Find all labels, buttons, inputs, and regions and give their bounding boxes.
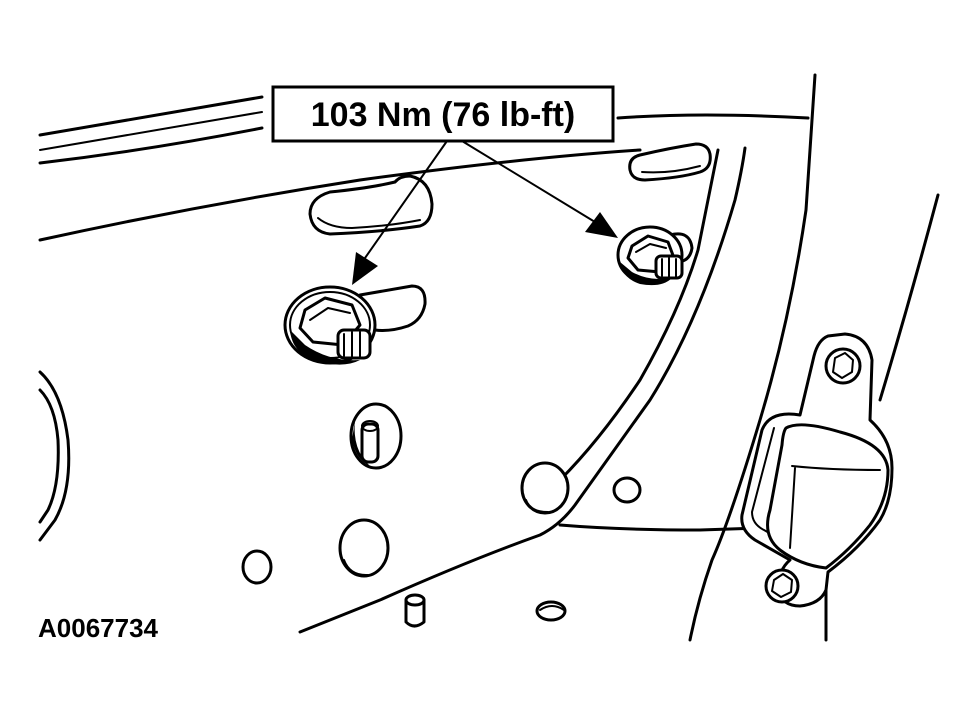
- figure-id: A0067734: [38, 613, 159, 643]
- callout-box: [271, 85, 615, 143]
- bolt-right: [616, 225, 694, 286]
- arrow-head-left: [352, 252, 378, 285]
- bolt-left: [283, 285, 377, 365]
- left-panel-curve: [38, 370, 71, 542]
- top-right-slot: [628, 142, 712, 182]
- upper-panel-edges: [38, 95, 810, 242]
- middle-slot: [358, 284, 427, 332]
- upper-slot: [308, 174, 434, 236]
- holes: [241, 461, 642, 622]
- torque-callout: 103 Nm (76 lb-ft): [271, 85, 615, 143]
- arrow-head-right: [585, 212, 618, 238]
- sensor-module: [740, 332, 894, 608]
- torque-spec-label: 103 Nm (76 lb-ft): [311, 96, 576, 134]
- locating-pin: [349, 402, 403, 470]
- leader-arrows: [352, 140, 618, 285]
- bottom-stud: [404, 593, 426, 628]
